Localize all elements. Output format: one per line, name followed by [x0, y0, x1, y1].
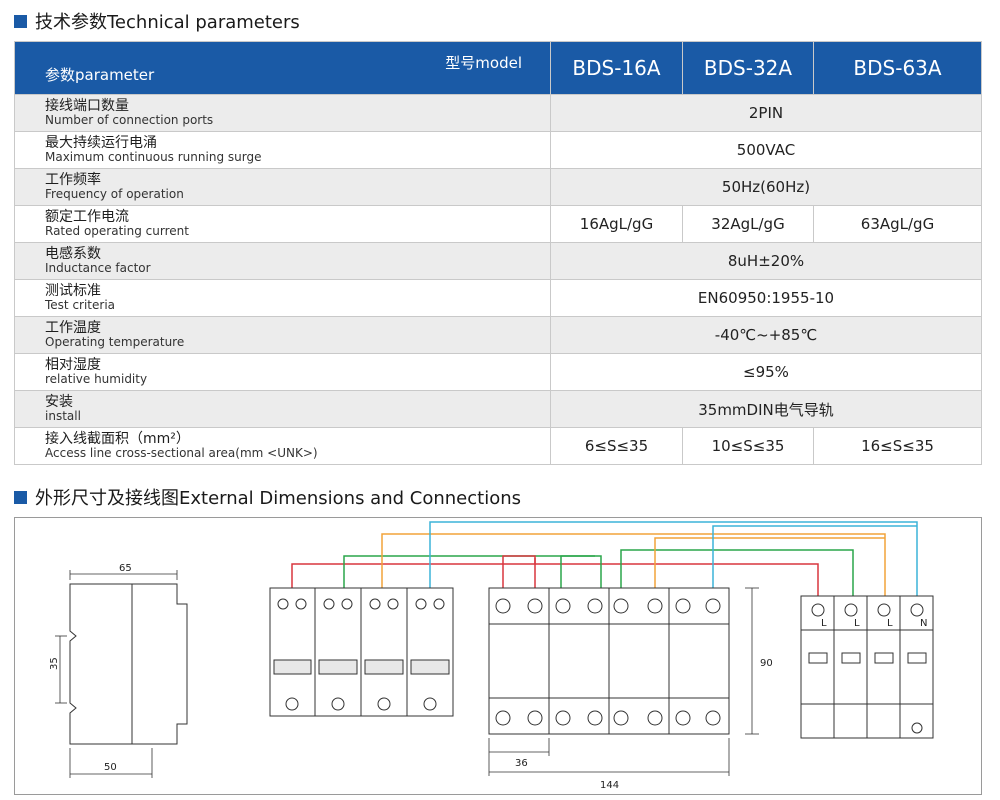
terminal-label: N [920, 618, 927, 629]
dimensions-diagram: 65 35 50 [14, 517, 982, 795]
section-title-text: 外形尺寸及接线图External Dimensions and Connecti… [35, 488, 521, 509]
param-value: 32AgL/gG [682, 205, 814, 243]
param-name-en: relative humidity [45, 372, 148, 387]
param-name-zh: 电感系数 [45, 245, 101, 262]
module-front-view [269, 587, 454, 717]
param-name-zh: 最大持续运行电涌 [45, 134, 157, 151]
param-value: ≤95% [550, 353, 982, 391]
param-name-zh: 安装 [45, 393, 73, 410]
parameters-table: 型号model 参数parameter BDS-16A BDS-32A BDS-… [14, 41, 982, 465]
param-name-en: install [45, 409, 81, 424]
param-value: 63AgL/gG [813, 205, 982, 243]
dim-height-90: 90 [760, 658, 773, 669]
diagram-svg: 65 35 50 [49, 521, 934, 791]
param-name-zh: 工作频率 [45, 171, 101, 188]
section-square-icon [14, 14, 27, 28]
param-name-zh: 接入线截面积（mm²） [45, 430, 190, 447]
param-value: 16AgL/gG [550, 205, 683, 243]
param-name-zh: 额定工作电流 [45, 208, 129, 225]
param-name-en: Inductance factor [45, 261, 151, 276]
header-param-cell: 型号model 参数parameter [14, 41, 551, 95]
param-value: 50Hz(60Hz) [550, 168, 982, 206]
param-name-en: Access line cross-sectional area(mm <UNK… [45, 446, 318, 461]
section-title-technical: 技术参数Technical parameters [14, 8, 300, 34]
table-header-row: 型号model 参数parameter BDS-16A BDS-32A BDS-… [14, 41, 982, 95]
param-value: 35mmDIN电气导轨 [550, 390, 982, 428]
param-name-zh: 相对湿度 [45, 356, 101, 373]
section-square-icon [14, 490, 27, 504]
param-value: 16≤S≤35 [813, 427, 982, 465]
param-value: 10≤S≤35 [682, 427, 814, 465]
dim-width-65: 65 [119, 563, 132, 574]
model-header: BDS-32A [682, 41, 814, 95]
param-name-zh: 工作温度 [45, 319, 101, 336]
param-name-zh: 测试标准 [45, 282, 101, 299]
table-row: 接入线截面积（mm²）Access line cross-sectional a… [14, 427, 982, 465]
param-label: 参数parameter [45, 66, 155, 84]
module-top-view [488, 587, 759, 776]
param-name-en: Operating temperature [45, 335, 185, 350]
param-name-en: Frequency of operation [45, 187, 184, 202]
param-name-en: Maximum continuous running surge [45, 150, 262, 165]
dim-width-144: 144 [600, 780, 619, 791]
model-header: BDS-63A [813, 41, 982, 95]
section-title-dimensions: 外形尺寸及接线图External Dimensions and Connecti… [14, 484, 521, 510]
dim-width-36: 36 [515, 758, 528, 769]
param-name-en: Test criteria [45, 298, 116, 313]
dim-width-50: 50 [104, 762, 117, 773]
param-value: 8uH±20% [550, 242, 982, 280]
wiring-lines [291, 521, 918, 600]
param-value: EN60950:1955-10 [550, 279, 982, 317]
param-name-zh: 接线端口数量 [45, 97, 129, 114]
model-header: BDS-16A [550, 41, 683, 95]
param-name-en: Rated operating current [45, 224, 189, 239]
param-value: 6≤S≤35 [550, 427, 683, 465]
schematic-drawing [800, 595, 934, 739]
terminal-label: L [821, 618, 827, 629]
param-value: 2PIN [550, 94, 982, 132]
side-profile-drawing [55, 570, 188, 778]
param-value: -40℃~+85℃ [550, 316, 982, 354]
model-label: 型号model [445, 54, 522, 72]
section-title-text: 技术参数Technical parameters [35, 12, 300, 33]
terminal-label: L [887, 618, 893, 629]
param-value: 500VAC [550, 131, 982, 169]
terminal-label: L [854, 618, 860, 629]
dim-height-35: 35 [49, 657, 60, 670]
param-name-en: Number of connection ports [45, 113, 214, 128]
